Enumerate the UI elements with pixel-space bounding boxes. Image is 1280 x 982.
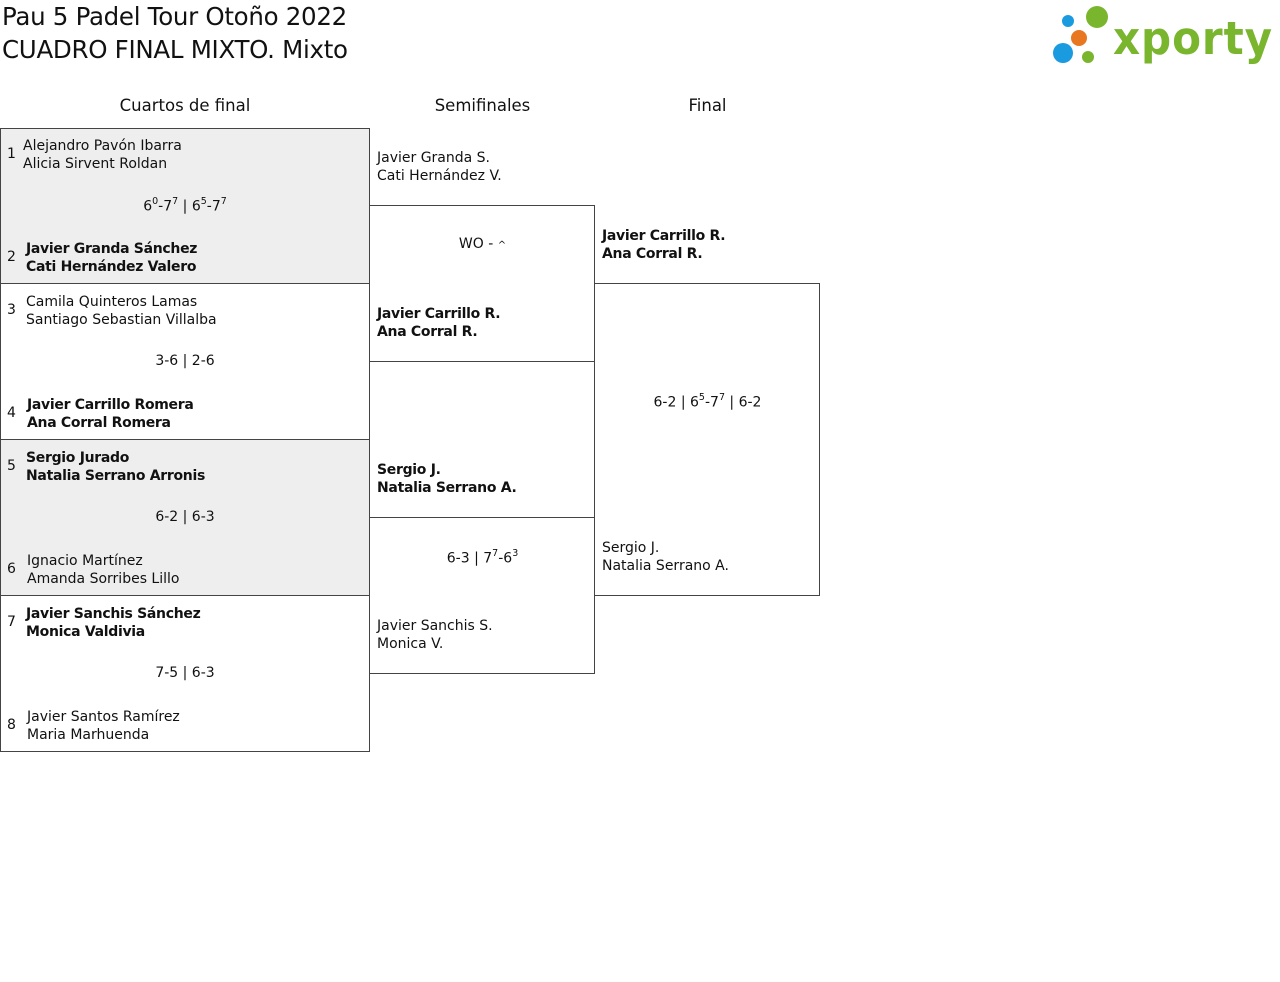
sf2-team-bottom-player-2: Monica V. [377,636,444,652]
seed-number: 8 [7,717,16,733]
seed-number: 6 [7,561,16,577]
team-1-player-1: Alejandro Pavón Ibarra [23,138,182,154]
team-5-player-1: Sergio Jurado [26,450,130,466]
sf1-team-bottom-player-1: Javier Carrillo R. [377,306,501,322]
round-header-final: Final [688,96,727,115]
sf-score-2: 6-3 | 77-63 [446,548,519,567]
team-3-player-1: Camila Quinteros Lamas [26,294,198,310]
round-header-quarterfinals: Cuartos de final [119,96,251,115]
logo-dot-green [1086,6,1108,28]
seed-number: 3 [7,302,16,318]
final-score: 6-2 | 65-77 | 6-2 [653,392,762,411]
round-header-semifinals: Semifinales [434,96,531,115]
final-team-bottom-player-2: Natalia Serrano A. [602,558,729,574]
team-7-player-1: Javier Sanchis Sánchez [26,606,201,622]
sf2-team-top-player-2: Natalia Serrano A. [377,480,517,496]
seed-number: 2 [7,249,16,265]
qf-score-3: 6-2 | 6-3 [155,509,215,525]
logo-dot-green-small [1082,51,1094,63]
sf1-team-bottom-player-2: Ana Corral R. [377,324,478,340]
team-7-player-2: Monica Valdivia [26,624,145,640]
team-3-player-2: Santiago Sebastian Villalba [26,312,217,328]
qf-score-4: 7-5 | 6-3 [155,665,215,681]
team-4-player-1: Javier Carrillo Romera [27,397,194,413]
final-match [594,283,820,596]
logo-dot-blue-small [1062,15,1074,27]
final-team-top-player-2: Ana Corral R. [602,246,703,262]
logo-text: xporty [1113,12,1273,65]
xporty-logo: xporty [1053,6,1273,65]
team-6-player-1: Ignacio Martínez [27,553,143,569]
team-8-player-2: Maria Marhuenda [27,727,150,743]
team-2-player-1: Javier Granda Sánchez [26,241,198,257]
final-team-bottom-player-1: Sergio J. [602,540,660,556]
team-5-player-2: Natalia Serrano Arronis [26,468,205,484]
logo-dot-blue [1053,43,1073,63]
qf-match-3 [0,439,370,596]
team-2-player-2: Cati Hernández Valero [26,259,197,275]
team-8-player-1: Javier Santos Ramírez [27,709,180,725]
team-6-player-2: Amanda Sorribes Lillo [27,571,180,587]
seed-number: 4 [7,405,16,421]
qf-score-1: 60-77 | 65-77 [143,196,227,215]
sf1-team-top-player-2: Cati Hernández V. [377,168,502,184]
page-subtitle: CUADRO FINAL MIXTO. Mixto [2,35,348,64]
qf-match-1 [0,128,370,284]
qf-score-2: 3-6 | 2-6 [155,353,215,369]
team-4-player-2: Ana Corral Romera [27,415,171,431]
logo-dot-orange [1071,30,1087,46]
team-1-player-2: Alicia Sirvent Roldan [23,156,168,172]
seed-number: 1 [7,146,16,162]
final-team-top-player-1: Javier Carrillo R. [602,228,726,244]
sf2-team-top-player-1: Sergio J. [377,462,441,478]
sf-score-1: WO - ^ [458,236,507,252]
page-title: Pau 5 Padel Tour Otoño 2022 [2,2,347,31]
sf1-team-top-player-1: Javier Granda S. [377,150,491,166]
seed-number: 5 [7,458,16,474]
seed-number: 7 [7,614,16,630]
sf2-team-bottom-player-1: Javier Sanchis S. [377,618,493,634]
